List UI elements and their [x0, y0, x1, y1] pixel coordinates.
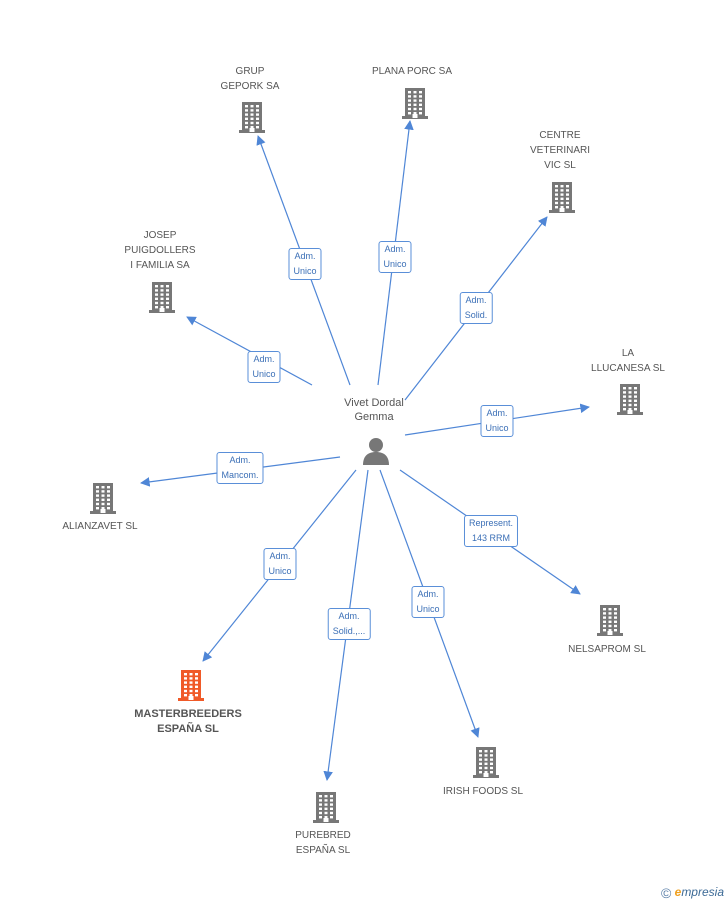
company-building-icon[interactable] — [176, 668, 206, 702]
company-name-centre-veterinari[interactable]: CENTRE VETERINARI VIC SL — [529, 130, 591, 171]
relation-label-nelsaprom[interactable]: Represent. 143 RRM — [463, 515, 519, 547]
brand-logo: empresia — [674, 885, 724, 900]
company-name-purebred[interactable]: PUREBRED ESPAÑA SL — [295, 830, 351, 856]
company-name-grup-gepork[interactable]: GRUP GEPORK SA — [220, 66, 280, 92]
company-building-icon[interactable] — [237, 100, 267, 134]
company-name-irish-foods[interactable]: IRISH FOODS SL — [442, 786, 524, 797]
copyright-icon: © — [660, 885, 672, 901]
relation-label-plana-porc[interactable]: Adm. Unico — [378, 241, 412, 273]
company-building-icon[interactable] — [88, 481, 118, 515]
relation-label-la-llucanesa[interactable]: Adm. Unico — [480, 405, 514, 437]
company-name-josep-puigdollers[interactable]: JOSEP PUIGDOLLERS I FAMILIA SA — [124, 230, 196, 271]
relation-label-irish-foods[interactable]: Adm. Unico — [411, 586, 445, 618]
copyright-footer: © empresia — [661, 885, 724, 901]
company-name-plana-porc[interactable]: PLANA PORC SA — [371, 66, 453, 77]
relation-label-grup-gepork[interactable]: Adm. Unico — [288, 248, 322, 280]
relation-label-alianzavet[interactable]: Adm. Mancom. — [216, 452, 264, 484]
center-person-name[interactable]: Vivet Dordal Gemma — [344, 397, 404, 423]
company-building-icon[interactable] — [595, 603, 625, 637]
company-building-icon[interactable] — [147, 280, 177, 314]
person-icon[interactable] — [361, 436, 391, 466]
company-building-icon[interactable] — [311, 790, 341, 824]
company-building-icon[interactable] — [400, 86, 430, 120]
relation-label-josep-puigdollers[interactable]: Adm. Unico — [247, 351, 281, 383]
company-building-icon[interactable] — [471, 745, 501, 779]
company-name-la-llucanesa[interactable]: LA LLUCANESA SL — [591, 348, 665, 374]
company-name-nelsaprom[interactable]: NELSAPROM SL — [568, 644, 646, 655]
company-building-icon[interactable] — [615, 382, 645, 416]
company-building-icon[interactable] — [547, 180, 577, 214]
company-name-masterbreeders[interactable]: MASTERBREEDERS ESPAÑA SL — [134, 708, 242, 735]
relation-label-masterbreeders[interactable]: Adm. Unico — [263, 548, 297, 580]
company-name-alianzavet[interactable]: ALIANZAVET SL — [62, 521, 138, 532]
relation-label-centre-veterinari[interactable]: Adm. Solid. — [459, 292, 493, 324]
relation-label-purebred[interactable]: Adm. Solid.,... — [327, 608, 371, 640]
